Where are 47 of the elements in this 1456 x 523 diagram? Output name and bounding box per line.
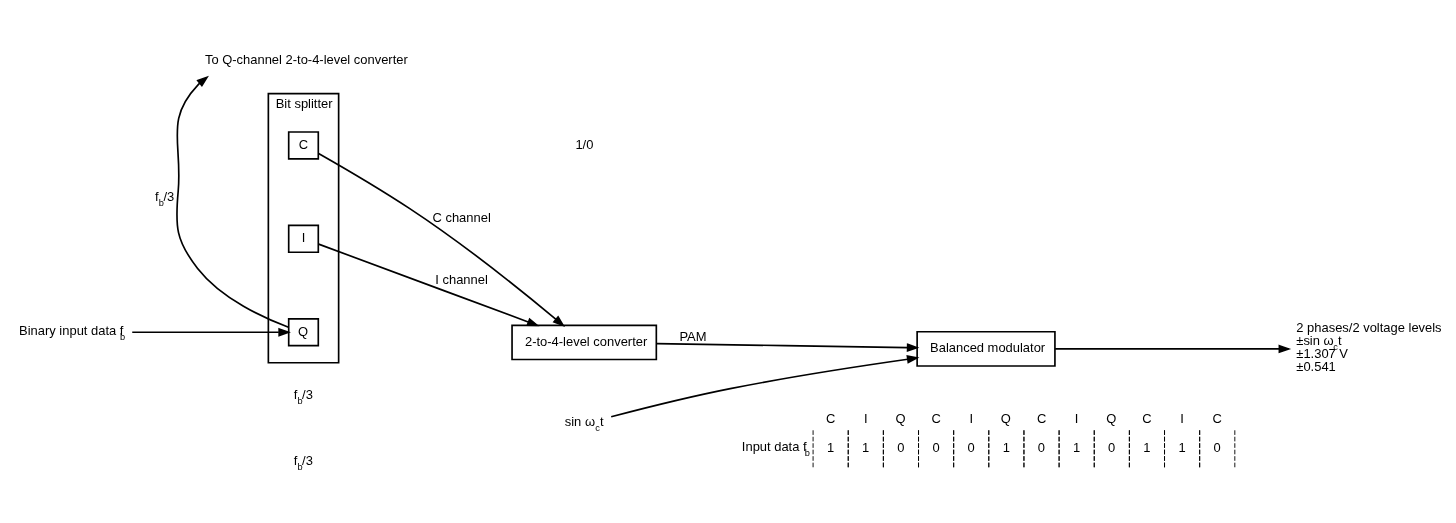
node-box: Balanced modulator	[916, 330, 1056, 367]
label: f$_{b}$/3	[293, 386, 313, 406]
node-text: sin ω$_{c}$t	[564, 414, 604, 434]
label: 0	[1108, 440, 1116, 456]
label: C	[826, 411, 836, 427]
label: I	[1074, 411, 1079, 427]
edge-label: f$_{b}$/3	[155, 188, 175, 208]
edge-label: I channel	[435, 272, 488, 288]
label: Q	[895, 411, 906, 427]
label: 0	[932, 440, 940, 456]
label: 1	[826, 440, 835, 456]
edge-label: C channel	[432, 210, 491, 226]
node-box: Q	[287, 318, 320, 347]
label: C	[1142, 411, 1152, 427]
label: 1	[862, 440, 870, 456]
edge-label: PAM	[679, 328, 707, 344]
label: I	[1180, 411, 1184, 427]
label: 1	[1072, 440, 1081, 456]
node-box: C	[287, 131, 320, 160]
node-text: Binary input data f$_{b}$	[19, 322, 126, 342]
label: 1	[1002, 440, 1010, 456]
node-box: 2-to-4-level converter	[511, 324, 658, 361]
arrow	[655, 342, 920, 353]
node-text: To Q-channel 2-to-4-level converter	[205, 51, 408, 67]
label: Input data f$_{b}$	[741, 439, 810, 459]
label: 1/0	[575, 136, 594, 152]
label: I	[969, 411, 973, 427]
arrow	[317, 152, 566, 327]
label: Q	[1106, 411, 1117, 427]
label: 1	[1178, 440, 1186, 456]
label: 0	[1037, 440, 1046, 456]
label: I	[863, 411, 868, 427]
label: Q	[1000, 411, 1011, 427]
label: 1	[1143, 440, 1151, 456]
arrow	[175, 75, 290, 328]
label: 0	[967, 440, 975, 456]
label: f$_{b}$/3	[293, 453, 313, 473]
label: C	[1212, 411, 1222, 427]
label: C	[1036, 411, 1047, 427]
arrow	[317, 243, 540, 327]
arrow	[1054, 344, 1292, 354]
node-box: I	[287, 224, 320, 254]
arrow	[610, 355, 920, 418]
label: 0	[897, 440, 905, 456]
arrow	[131, 327, 291, 337]
label: 0	[1213, 440, 1221, 456]
label: C	[931, 411, 941, 427]
